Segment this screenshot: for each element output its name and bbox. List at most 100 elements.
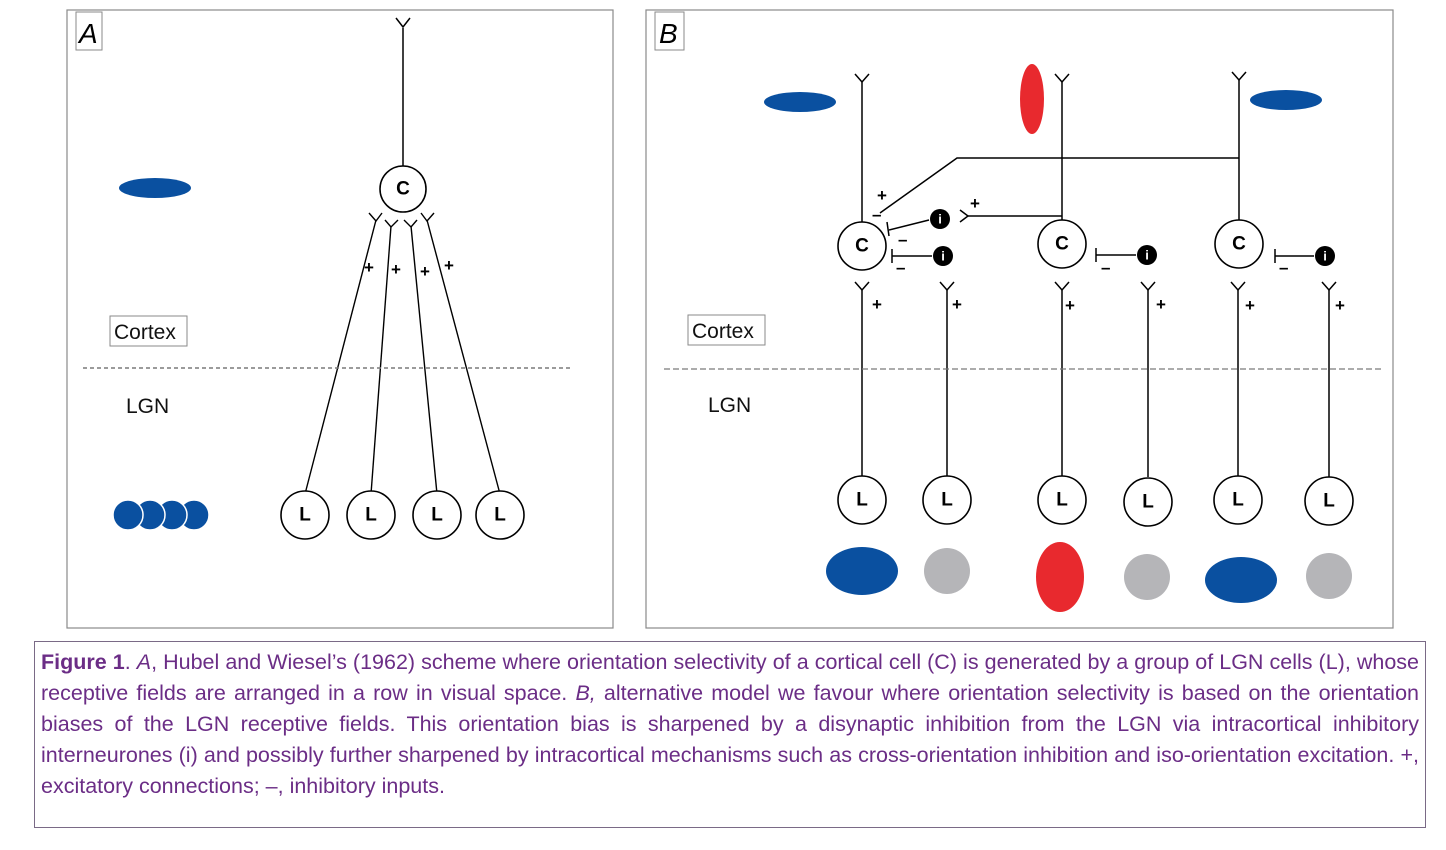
panel-b-lgn-cell bbox=[1213, 475, 1263, 525]
panel-b-minus-sign: – bbox=[1101, 258, 1110, 277]
panel-a-plus-sign: + bbox=[364, 258, 374, 277]
panel-a-axon-3 bbox=[410, 225, 438, 495]
panel-b-plus-sign: + bbox=[1156, 295, 1166, 314]
panel-b-lgn-receptive-field-grey bbox=[1124, 554, 1170, 600]
panel-b-interneuron-label: i bbox=[938, 212, 942, 227]
panel-b-dendrite-fork bbox=[1231, 71, 1247, 82]
panel-b-lgn-cell bbox=[837, 475, 887, 525]
panel-b-interneuron bbox=[930, 209, 950, 229]
panel-b-interneuron bbox=[933, 246, 953, 266]
figure-diagram: A C + + + + Cortex LGN L bbox=[66, 9, 1394, 629]
caption-separator: . bbox=[124, 650, 137, 674]
panel-a-plus-sign: + bbox=[391, 260, 401, 279]
panel-b-letter-box bbox=[654, 11, 685, 51]
panel-b-lgn-cell bbox=[1123, 477, 1173, 527]
panel-a-letter: A bbox=[77, 18, 98, 49]
caption-text-part1: , Hubel and Wiesel’s (1962) scheme where… bbox=[41, 650, 1419, 705]
caption-panel-b-ref: B, bbox=[575, 681, 596, 705]
caption-panel-a-ref: A bbox=[136, 650, 152, 674]
panel-a-dendrite-fork bbox=[395, 17, 411, 29]
panel-b-lgn-receptive-field-blue bbox=[826, 547, 898, 595]
panel-b-lgn-cell-label: L bbox=[856, 490, 868, 511]
panel-b-plus-sign: + bbox=[872, 295, 882, 314]
panel-b-lgn-receptive-field-red bbox=[1036, 542, 1084, 612]
panel-b-plus-sign: + bbox=[1245, 296, 1255, 315]
panel-b-synapse-fork bbox=[1140, 281, 1156, 292]
caption-figure-label: Figure 1 bbox=[41, 650, 125, 674]
panel-b-inhibitory-bar bbox=[886, 221, 890, 237]
panel-b-interneuron-label: i bbox=[1145, 248, 1149, 263]
panel-b-plus-sign: + bbox=[877, 186, 887, 205]
panel-a-letter-box bbox=[75, 11, 103, 51]
panel-b-interneuron-label: i bbox=[941, 249, 945, 264]
panel-b-lgn-cell bbox=[1037, 475, 1087, 525]
panel-a-lgn-cell bbox=[346, 490, 396, 540]
panel-b-plus-sign: + bbox=[970, 194, 980, 213]
panel-b-dendrite-fork bbox=[1054, 73, 1070, 84]
panel-b-minus-sign: – bbox=[898, 230, 907, 249]
panel-a-plus-sign: + bbox=[444, 256, 454, 275]
panel-a-axon-1 bbox=[304, 219, 377, 495]
panel-b-cortical-cell-label: C bbox=[1055, 234, 1069, 255]
panel-b-horizontal-connection bbox=[879, 157, 1239, 214]
panel-b-dendrite-fork bbox=[854, 73, 870, 84]
panel-b-synapse-fork bbox=[1230, 281, 1246, 292]
panel-a-synapse-fork bbox=[420, 212, 435, 223]
panel-b-lgn-cell-label: L bbox=[1056, 490, 1068, 511]
panel-a-cortex-box bbox=[109, 315, 188, 347]
panel-b-synapse-fork bbox=[959, 209, 970, 223]
panel-a-lgn-cell-label: L bbox=[299, 505, 311, 526]
panel-a-axon-2 bbox=[370, 225, 392, 495]
panel-b-lgn-cell-label: L bbox=[1142, 492, 1154, 513]
panel-a-axon-4 bbox=[426, 219, 501, 495]
panel-a-lgn-cell-label: L bbox=[431, 505, 443, 526]
panel-a-lgn-receptive-field bbox=[112, 499, 144, 531]
panel-b-letter: B bbox=[659, 18, 678, 49]
panel-a-cortical-cell-label: C bbox=[396, 179, 410, 200]
panel-a-lgn-cell-label: L bbox=[494, 505, 506, 526]
panel-a-lgn-cell bbox=[475, 490, 525, 540]
panel-b-interneuron bbox=[1315, 246, 1335, 266]
panel-b-synapse-fork bbox=[939, 281, 955, 292]
panel-b-cortex-label: Cortex bbox=[692, 320, 754, 343]
panel-a-synapse-fork bbox=[403, 219, 418, 229]
panel-b-minus-sign: – bbox=[872, 205, 881, 224]
panel-b-plus-sign: + bbox=[952, 295, 962, 314]
panel-a-cortex-label: Cortex bbox=[114, 321, 176, 344]
panel-a-plus-sign: + bbox=[420, 262, 430, 281]
panel-b-lgn-receptive-field-blue bbox=[1205, 557, 1277, 603]
panel-b-synapse-fork bbox=[854, 281, 870, 292]
panel-b-lgn-receptive-field-grey bbox=[924, 548, 970, 594]
panel-b-cortical-receptive-field-red bbox=[1020, 64, 1044, 134]
panel-a-lgn-label: LGN bbox=[126, 395, 169, 418]
panel-b-interneuron-label: i bbox=[1323, 249, 1327, 264]
panel-b-lgn-receptive-field-grey bbox=[1306, 553, 1352, 599]
panel-b-cortical-cell-label: C bbox=[855, 236, 869, 257]
panel-b-plus-sign: + bbox=[1335, 296, 1345, 315]
panel-a-synapse-fork bbox=[368, 212, 383, 223]
panel-b-frame bbox=[645, 9, 1394, 629]
panel-a-cortical-receptive-field bbox=[119, 178, 191, 198]
panel-b-lgn-cell bbox=[922, 475, 972, 525]
panel-b-cortical-cell-label: C bbox=[1232, 234, 1246, 255]
panel-b-lgn-cell-label: L bbox=[1232, 490, 1244, 511]
panel-b-synapse-fork bbox=[1321, 281, 1337, 292]
panel-a-synapse-fork bbox=[384, 219, 399, 229]
panel-b: B + – – i + – i – i bbox=[645, 9, 1394, 629]
figure-caption: Figure 1. A, Hubel and Wiesel’s (1962) s… bbox=[34, 641, 1426, 828]
panel-b-plus-sign: + bbox=[1065, 296, 1075, 315]
panel-b-inhibitory-axon bbox=[888, 219, 930, 231]
panel-b-lgn-cell-label: L bbox=[941, 490, 953, 511]
panel-b-synapse-fork bbox=[1054, 281, 1070, 292]
panel-b-minus-sign: – bbox=[896, 258, 905, 277]
panel-a-lgn-cell bbox=[280, 490, 330, 540]
panel-b-interneuron bbox=[1137, 245, 1157, 265]
panel-b-cortical-receptive-field-blue bbox=[1250, 90, 1322, 110]
panel-b-cortical-receptive-field-blue bbox=[764, 92, 836, 112]
panel-a-cortical-cell bbox=[379, 165, 427, 213]
panel-b-cortical-cell bbox=[837, 221, 887, 271]
panel-b-lgn-cell bbox=[1304, 476, 1354, 526]
caption-text-part2: alternative model we favour where orient… bbox=[41, 681, 1419, 798]
panel-b-cortical-cell bbox=[1037, 219, 1087, 269]
panel-b-minus-sign: – bbox=[1279, 258, 1288, 277]
